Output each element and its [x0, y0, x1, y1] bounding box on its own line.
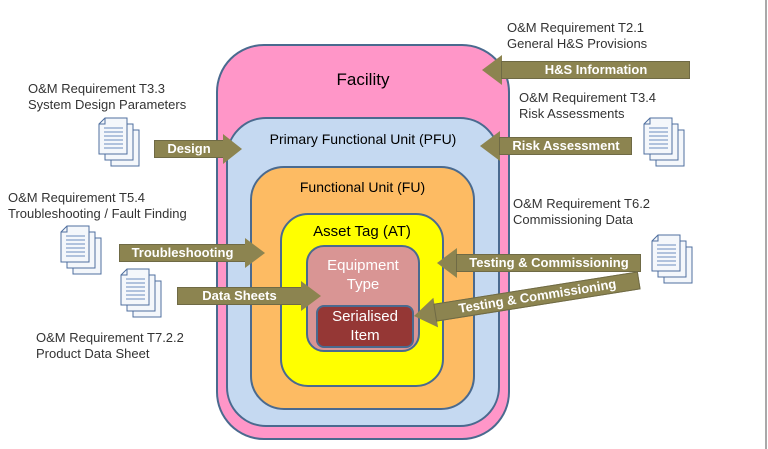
- arrow-head: [223, 134, 242, 164]
- serialised-item-box: [316, 305, 414, 348]
- testing-commissioning-arrow-1: Testing & Commissioning: [437, 248, 641, 278]
- arrow-body: [456, 254, 641, 272]
- requirement-t34: O&M Requirement T3.4 Risk Assessments: [519, 90, 656, 122]
- testing-commissioning-label-1: Testing & Commissioning: [469, 255, 629, 270]
- requirement-t62-title: O&M Requirement T6.2: [513, 196, 651, 211]
- requirement-t54-desc: Troubleshooting / Fault Finding: [8, 206, 187, 221]
- requirement-t33-desc: System Design Parameters: [28, 97, 187, 112]
- arrow-head: [245, 238, 265, 268]
- pfu-label: Primary Functional Unit (PFU): [269, 131, 457, 147]
- requirement-t33-title: O&M Requirement T3.3: [28, 81, 166, 96]
- document-icon-t34: [643, 117, 685, 167]
- arrow-head: [437, 248, 457, 278]
- requirement-t21: O&M Requirement T2.1 General H&S Provisi…: [507, 20, 647, 52]
- serialised-item-label-1: Serialised: [332, 308, 398, 325]
- design-label: Design: [167, 141, 211, 156]
- arrow-head: [301, 281, 321, 311]
- design-arrow: Design: [154, 134, 242, 164]
- risk-assessment-arrow: Risk Assessment: [480, 131, 632, 161]
- fu-label: Functional Unit (FU): [299, 179, 426, 195]
- risk-assessment-label: Risk Assessment: [512, 138, 620, 153]
- arrow-head: [480, 131, 500, 161]
- equipment-type-label-1: Equipment: [327, 257, 399, 274]
- requirement-t54: O&M Requirement T5.4 Troubleshooting / F…: [8, 190, 187, 222]
- hs-information-arrow: H&S Information: [482, 55, 690, 85]
- right-border-line: [765, 0, 767, 449]
- data-sheets-arrow: Data Sheets: [177, 281, 321, 311]
- requirement-t21-title: O&M Requirement T2.1: [507, 20, 645, 35]
- troubleshooting-label: Troubleshooting: [131, 245, 234, 260]
- troubleshooting-arrow: Troubleshooting: [119, 238, 265, 268]
- requirement-t33: O&M Requirement T3.3 System Design Param…: [28, 81, 186, 113]
- requirement-t722-title: O&M Requirement T7.2.2: [36, 330, 184, 345]
- requirement-t722: O&M Requirement T7.2.2 Product Data Shee…: [36, 330, 184, 362]
- hs-information-label: H&S Information: [544, 62, 648, 77]
- equipment-type-label-2: Type: [346, 276, 380, 293]
- document-icon-t722: [120, 268, 162, 318]
- requirement-t62-desc: Commissioning Data: [513, 212, 633, 227]
- arrow-body: [499, 137, 632, 155]
- serialised-item-label-2: Item: [350, 327, 380, 344]
- requirement-t34-desc: Risk Assessments: [519, 106, 625, 121]
- document-icon-t33: [98, 117, 140, 167]
- requirement-t34-title: O&M Requirement T3.4: [519, 90, 657, 105]
- arrow-head: [482, 55, 502, 85]
- requirement-t62: O&M Requirement T6.2 Commissioning Data: [513, 196, 650, 228]
- arrow-body: [501, 61, 690, 79]
- facility-label: Facility: [336, 70, 390, 89]
- at-label: Asset Tag (AT): [313, 223, 411, 240]
- requirement-t54-title: O&M Requirement T5.4: [8, 190, 146, 205]
- data-sheets-label: Data Sheets: [202, 288, 277, 303]
- document-icon-t54: [60, 225, 102, 275]
- document-icon-t62: [651, 234, 693, 284]
- requirement-t722-desc: Product Data Sheet: [36, 346, 150, 361]
- requirement-t21-desc: General H&S Provisions: [507, 36, 648, 51]
